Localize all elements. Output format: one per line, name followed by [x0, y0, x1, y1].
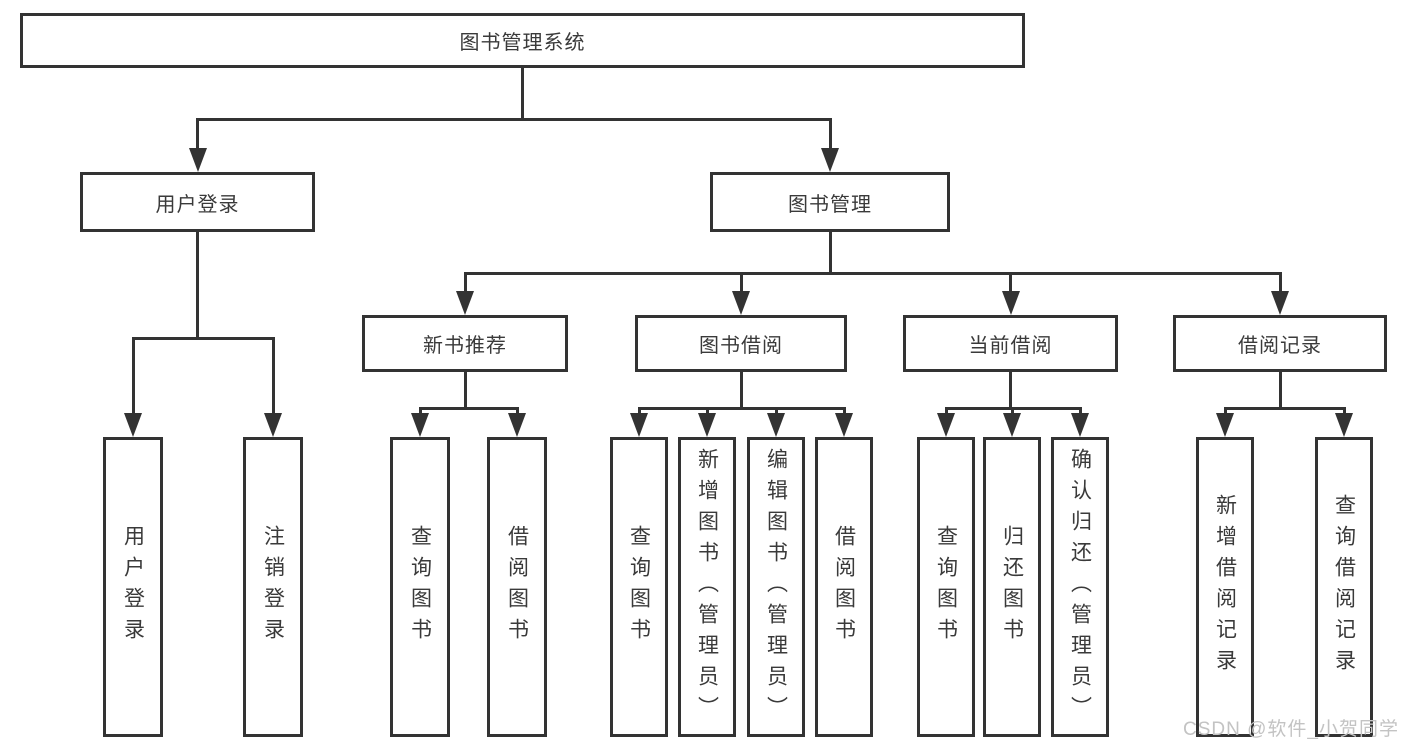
connector-drop	[637, 407, 641, 415]
connector-riser	[828, 232, 832, 275]
node-label: 图书管理系统	[459, 32, 586, 54]
connector-arrow-down-icon	[732, 291, 750, 315]
connector-drop	[1009, 272, 1012, 293]
connector-bus	[637, 407, 846, 410]
node-leaf-edit-book: 编辑图书（管理员）	[747, 437, 805, 737]
node-label: 查询图书	[627, 525, 651, 649]
node-label: 确认归还（管理员）	[1068, 447, 1092, 727]
connector-drop	[418, 407, 422, 415]
connector-arrow-down-icon	[698, 413, 716, 437]
connector-bus	[463, 272, 1282, 275]
node-label: 新书推荐	[423, 335, 507, 357]
node-label: 编辑图书（管理员）	[764, 447, 788, 727]
node-label: 查询图书	[934, 525, 958, 649]
connector-arrow-down-icon	[767, 413, 785, 437]
connector-drop	[131, 337, 135, 415]
connector-arrow-down-icon	[937, 413, 955, 437]
connector-arrow-down-icon	[456, 291, 474, 315]
node-leaf-add-book: 新增图书（管理员）	[678, 437, 736, 737]
node-leaf-logout: 注销登录	[243, 437, 303, 737]
connector-riser	[1278, 372, 1282, 410]
connector-arrow-down-icon	[1003, 413, 1021, 437]
connector-drop	[463, 272, 467, 293]
connector-riser	[521, 68, 524, 121]
node-leaf-query-book-1: 查询图书	[390, 437, 450, 737]
connector-arrow-down-icon	[1271, 291, 1289, 315]
connector-arrow-down-icon	[508, 413, 526, 437]
node-book-mgmt: 图书管理	[710, 172, 950, 232]
node-book-borrow: 图书借阅	[635, 315, 847, 372]
node-leaf-query-book-2: 查询图书	[610, 437, 668, 737]
node-label: 当前借阅	[968, 335, 1053, 357]
node-leaf-add-borrow-record: 新增借阅记录	[1196, 437, 1254, 737]
connector-bus	[131, 337, 275, 340]
node-label: 借阅记录	[1238, 335, 1322, 357]
connector-riser	[196, 232, 199, 340]
connector-drop	[944, 407, 948, 415]
connector-drop	[739, 272, 743, 293]
connector-drop	[196, 118, 199, 150]
node-leaf-query-borrow-record: 查询借阅记录	[1315, 437, 1373, 737]
connector-riser	[1009, 372, 1012, 410]
connector-riser	[739, 372, 743, 410]
connector-drop	[1223, 407, 1227, 415]
node-label: 图书管理	[788, 193, 872, 216]
connector-arrow-down-icon	[1001, 291, 1020, 315]
node-label: 用户登录	[121, 525, 145, 649]
connector-bus	[1223, 407, 1346, 410]
node-label: 查询图书	[408, 525, 432, 649]
node-label: 新增图书（管理员）	[695, 447, 719, 727]
node-leaf-borrow-book-1: 借阅图书	[487, 437, 547, 737]
connector-drop	[515, 407, 519, 415]
node-label: 用户登录	[155, 193, 240, 216]
connector-arrow-down-icon	[411, 413, 429, 437]
node-label: 借阅图书	[505, 525, 529, 649]
connector-drop	[1078, 407, 1082, 415]
node-leaf-confirm-return: 确认归还（管理员）	[1051, 437, 1109, 737]
connector-arrow-down-icon	[188, 148, 207, 172]
node-user-login: 用户登录	[80, 172, 315, 232]
node-label: 借阅图书	[832, 525, 856, 649]
node-leaf-user-login: 用户登录	[103, 437, 163, 737]
connector-drop	[828, 118, 832, 150]
node-label: 归还图书	[1000, 525, 1024, 649]
connector-drop	[1010, 407, 1014, 415]
connector-drop	[705, 407, 709, 415]
node-borrow-record: 借阅记录	[1173, 315, 1387, 372]
node-root: 图书管理系统	[20, 13, 1025, 68]
node-label: 图书借阅	[699, 335, 783, 357]
connector-arrow-down-icon	[1335, 413, 1353, 437]
node-new-book-rec: 新书推荐	[362, 315, 568, 372]
node-label: 查询借阅记录	[1332, 494, 1356, 680]
node-leaf-return-book: 归还图书	[983, 437, 1041, 737]
node-leaf-query-book-3: 查询图书	[917, 437, 975, 737]
node-leaf-borrow-book-2: 借阅图书	[815, 437, 873, 737]
node-label: 新增借阅记录	[1213, 494, 1237, 680]
watermark: CSDN @软件_小贺同学	[1183, 719, 1399, 740]
connector-drop	[774, 407, 778, 415]
connector-drop	[842, 407, 846, 415]
connector-drop	[1278, 272, 1282, 293]
node-current-borrow: 当前借阅	[903, 315, 1118, 372]
connector-drop	[1342, 407, 1346, 415]
connector-arrow-down-icon	[124, 413, 142, 437]
node-label: 注销登录	[261, 525, 285, 649]
connector-arrow-down-icon	[835, 413, 853, 437]
connector-riser	[463, 372, 467, 410]
connector-bus	[418, 407, 519, 410]
connector-bus	[196, 118, 832, 121]
connector-arrow-down-icon	[1071, 413, 1089, 437]
connector-arrow-down-icon	[1216, 413, 1234, 437]
connector-arrow-down-icon	[264, 413, 282, 437]
connector-drop	[271, 337, 275, 415]
connector-arrow-down-icon	[821, 148, 839, 172]
connector-arrow-down-icon	[630, 413, 648, 437]
